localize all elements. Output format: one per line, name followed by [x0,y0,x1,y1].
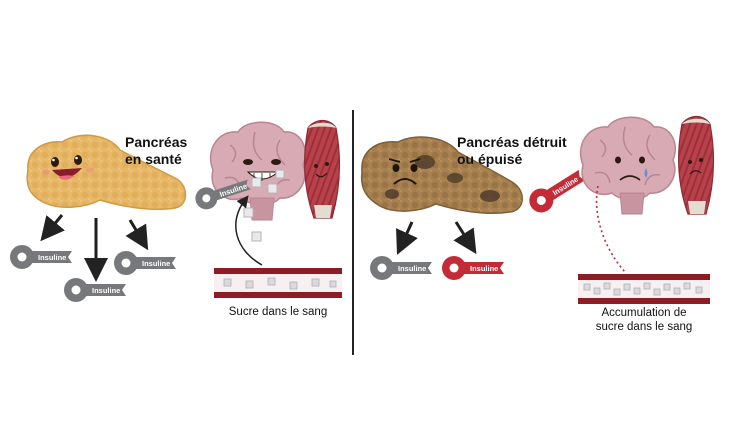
blocked-uptake-path [595,185,626,273]
title-line: en santé [125,151,182,167]
brain-icon [209,121,306,221]
caption-line: sucre dans le sang [595,321,693,333]
sugar-uptake-arrow [235,195,263,266]
title-line: ou épuisé [457,151,523,167]
blood-sugar-caption: Sucre dans le sang [228,306,328,318]
insulin-key-label: Insuline [142,259,170,268]
blood-vessel-icon [214,268,342,298]
broken-insulin-key-icon: Insuline [529,169,586,213]
damaged-panel: Insuline Insuline Insuline [360,115,715,304]
insulin-key-label: Insuline [92,286,120,295]
healthy-pancreas-title: Pancréas en santé [125,134,187,168]
insulin-release-arrows [396,221,477,255]
title-line: Pancréas détruit [457,134,567,150]
insulin-key-icon: Insuline [64,278,126,302]
caption-line: Accumulation de [601,307,687,319]
damaged-pancreas-title: Pancréas détruit ou épuisé [457,134,567,168]
insulin-key-label: Insuline [470,264,498,273]
damaged-pancreas-icon [360,136,523,215]
insulin-key-icon: Insuline [114,251,176,275]
muscle-icon [304,119,341,219]
insulin-key-label: Insuline [398,264,426,273]
insulin-key-icon: Insuline [370,256,432,280]
insulin-key-icon: Insuline [10,245,72,269]
healthy-panel: Insuline Insuline Insuline [10,119,342,302]
insulin-release-arrows [40,214,149,282]
sugar-accumulation-caption: Accumulation de sucre dans le sang [574,306,714,334]
brain-icon [579,116,676,215]
healthy-pancreas-icon [26,134,187,211]
insulin-key-label: Insuline [38,253,66,262]
blood-vessel-icon [578,274,710,304]
muscle-icon [678,115,715,215]
broken-insulin-key-icon: Insuline [442,256,504,280]
title-line: Pancréas [125,134,188,150]
